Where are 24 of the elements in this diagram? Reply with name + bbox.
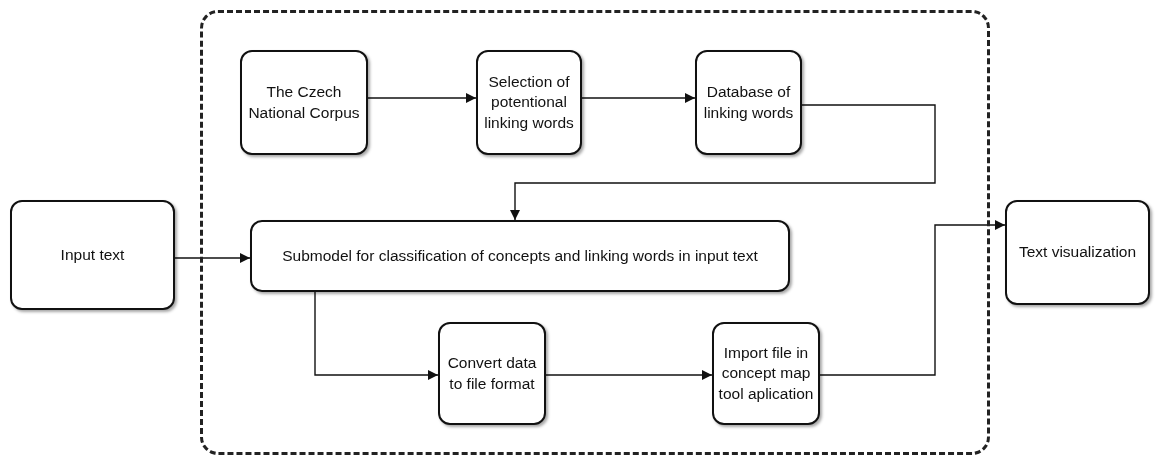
process-box: [695, 50, 802, 155]
node-text: Convert data to file format: [446, 353, 538, 394]
process-box: [240, 50, 368, 155]
node-text: Selection of potentional linking words: [483, 72, 575, 133]
node-text: Import file in concept map tool aplication: [718, 343, 814, 404]
node-text: The Czech National Corpus: [247, 82, 361, 123]
process-box: [1005, 200, 1150, 305]
process-box: [250, 220, 790, 292]
process-box: [712, 322, 820, 425]
arrow: [581, 93, 696, 103]
process-box: [476, 50, 582, 155]
arrow: [510, 104, 936, 221]
node-text: Database of linking words: [702, 82, 795, 123]
arrow: [367, 93, 477, 103]
node-text: Input text: [60, 244, 125, 265]
dashed-boundary: [200, 10, 990, 455]
arrow: [819, 220, 1006, 376]
arrow: [314, 291, 439, 380]
node-text: Submodel for classification of concepts and linking words in input text: [282, 245, 758, 266]
process-box: [438, 322, 546, 425]
arrow: [174, 253, 251, 263]
arrow: [545, 370, 713, 380]
process-box: [10, 200, 175, 310]
node-text: Text visualization: [1018, 242, 1137, 263]
